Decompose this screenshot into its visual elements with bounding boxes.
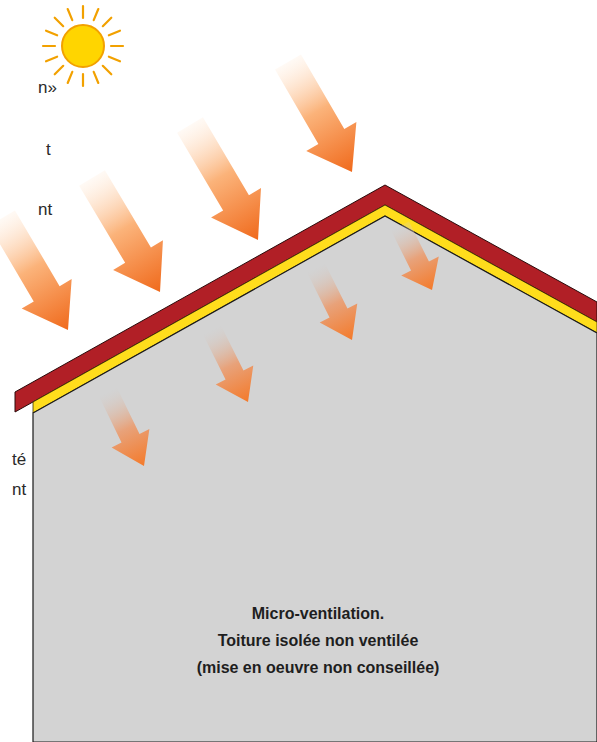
sun-ray xyxy=(109,31,120,36)
sun-ray xyxy=(46,57,57,62)
sun-ray xyxy=(43,45,55,47)
sun-ray xyxy=(68,9,73,20)
heat-transfer-arrow xyxy=(193,321,267,412)
heat-transfer-arrow xyxy=(89,383,163,475)
text-fragment-box: té xyxy=(12,450,26,470)
sun-ray xyxy=(55,66,63,74)
sun-ray xyxy=(82,6,84,18)
caption-box: Micro-ventilation.Toiture isolée non ven… xyxy=(173,600,463,681)
sun-ray xyxy=(103,18,111,26)
text-fragment-box: nt xyxy=(12,480,26,500)
text-fragment: té xyxy=(12,450,26,469)
text-fragment: nt xyxy=(12,480,26,499)
sun-ray xyxy=(103,66,111,74)
text-fragment-box: t xyxy=(46,140,51,160)
sun-ray xyxy=(109,57,120,62)
house-body xyxy=(33,216,597,742)
sun xyxy=(43,6,123,86)
text-fragment: n» xyxy=(38,78,57,97)
text-fragment: t xyxy=(46,140,51,159)
sun-ray xyxy=(94,72,99,83)
text-fragment-box: nt xyxy=(38,200,52,220)
text-fragment-box: n» xyxy=(38,78,57,98)
diagram-title: Micro-ventilation. xyxy=(173,600,463,627)
sun-ray-arrow xyxy=(0,203,93,344)
heat-transfer-arrow xyxy=(297,259,371,350)
diagram-subtitle: Toiture isolée non ventilée (mise en oeu… xyxy=(177,627,459,681)
text-fragment: nt xyxy=(38,200,52,219)
sun-ray xyxy=(94,9,99,20)
sun-ray-arrow xyxy=(67,163,185,307)
sun-ray xyxy=(111,45,123,47)
sun-ray-arrow xyxy=(165,110,283,255)
sun-ray xyxy=(82,74,84,86)
sun-ray xyxy=(55,18,63,26)
sun-ray-arrow xyxy=(263,47,377,186)
heat-transfer-arrow xyxy=(381,217,451,300)
sun-ray xyxy=(46,31,57,36)
sun-ray xyxy=(68,72,73,83)
